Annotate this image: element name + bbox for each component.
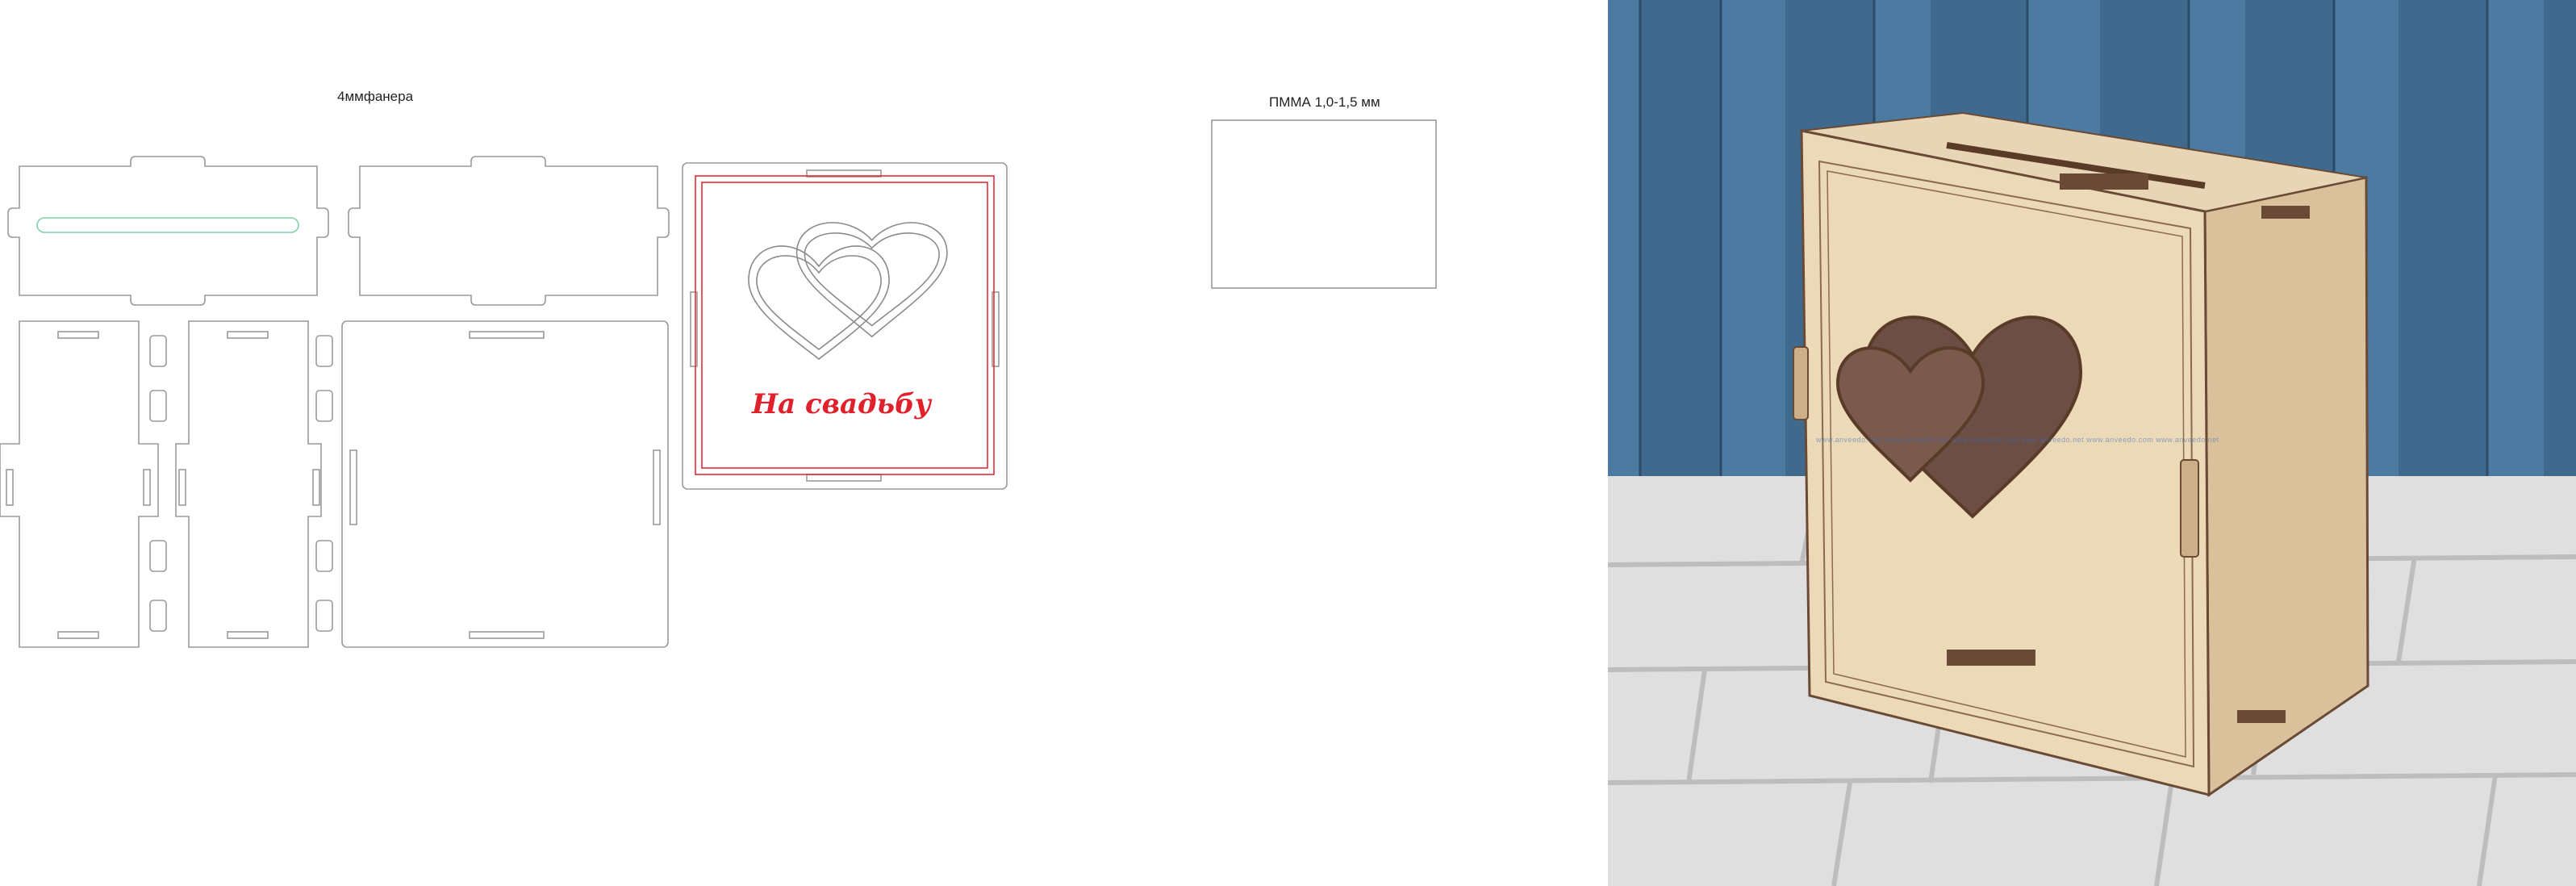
bottom-panel-outline (348, 156, 670, 306)
front-slot (806, 169, 882, 178)
product-photo: www.anveedo.com www.anveedo.net www.anve… (1608, 0, 2576, 886)
tab-piece (149, 540, 167, 572)
front-slot (992, 291, 1000, 367)
back-slot (349, 449, 357, 525)
side-slot (178, 469, 186, 506)
engrave-frame-inner (701, 182, 988, 469)
tab-piece (315, 600, 333, 632)
side-slot (227, 631, 269, 639)
back-slot (653, 449, 661, 525)
hearts-cutout (748, 222, 948, 361)
tab-piece (149, 335, 167, 367)
tab-piece (149, 390, 167, 422)
side-slot (6, 469, 14, 506)
coin-slot (36, 217, 299, 233)
top-panel-outline (7, 156, 329, 306)
engrave-frame-outer (695, 175, 995, 475)
tab-piece (149, 600, 167, 632)
tab-piece (315, 335, 333, 367)
side-slot (57, 331, 99, 339)
plywood-material-label: 4ммфанера (337, 89, 414, 104)
photo-watermark: www.anveedo.com www.anveedo.net www.anve… (1816, 436, 2219, 444)
front-slot (690, 291, 698, 367)
front-slot (806, 474, 882, 482)
tab-piece (315, 540, 333, 572)
back-panel-outline (341, 320, 669, 648)
back-slot (469, 631, 545, 639)
side-panel-left (0, 320, 159, 648)
side-slot (57, 631, 99, 639)
front-panel-outline (682, 162, 1008, 490)
pmma-material-label: ПММА 1,0-1,5 мм (1269, 94, 1380, 110)
pmma-panel-outline (1211, 119, 1437, 289)
side-slot (143, 469, 151, 506)
engraving-text: На свадьбу (751, 388, 933, 420)
side-slot (312, 469, 320, 506)
side-slot (227, 331, 269, 339)
side-panel-right (175, 320, 322, 648)
laser-cut-layout: На свадьбу (0, 119, 1437, 648)
tab-piece (315, 390, 333, 422)
back-slot (469, 331, 545, 339)
